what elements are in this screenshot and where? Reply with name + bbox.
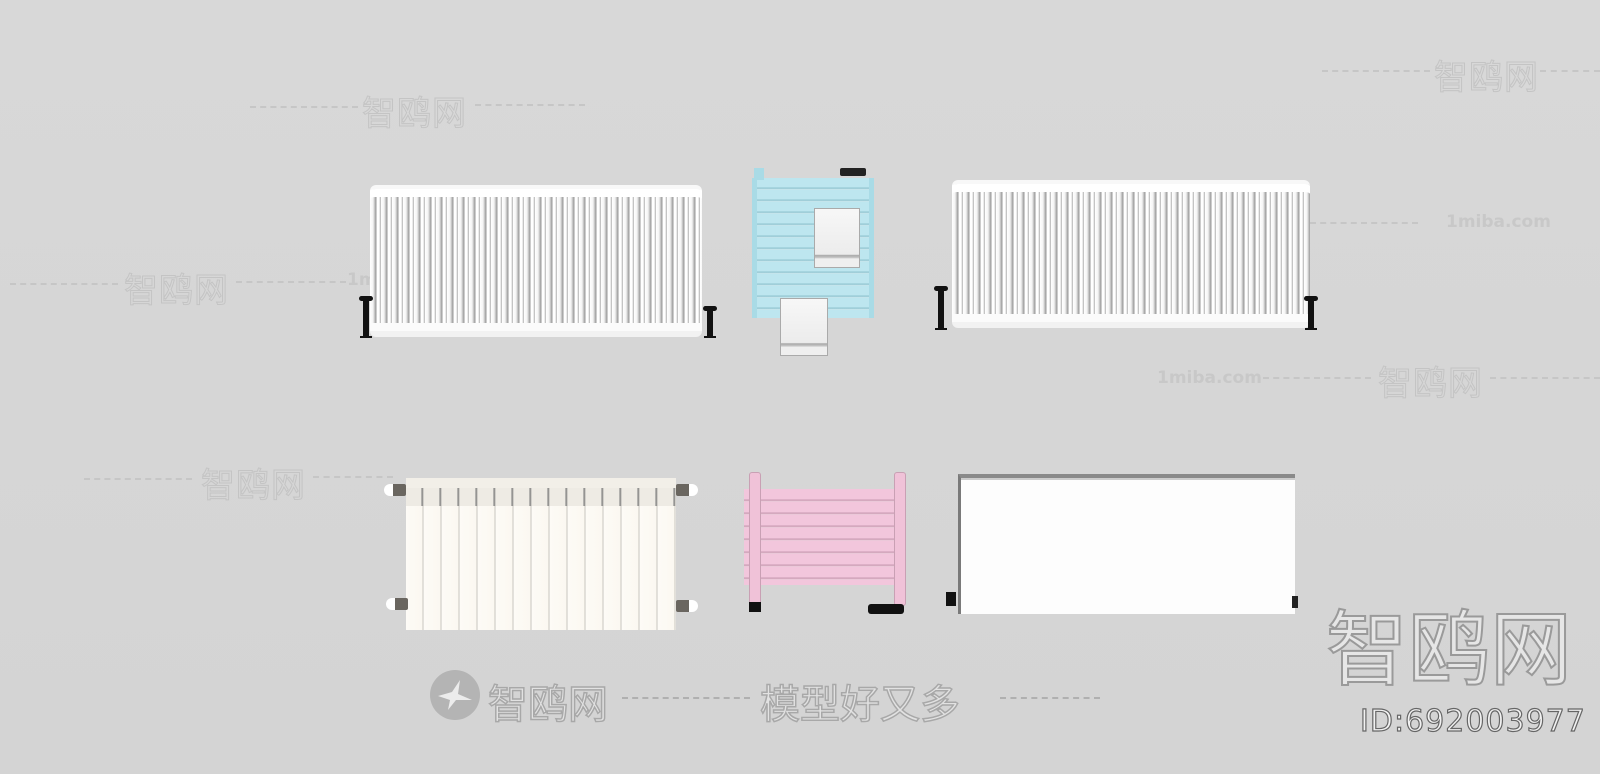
watermark-dash <box>1540 70 1600 72</box>
pipe-connector-icon <box>384 484 406 496</box>
valve-icon <box>359 296 373 338</box>
model-id-label: ID:692003977 <box>1359 703 1586 739</box>
radiator-header <box>406 488 676 506</box>
valve-icon <box>1304 296 1318 330</box>
panel-radiator-white <box>958 474 1295 614</box>
watermark-brand: 智鸥网 <box>1434 58 1539 99</box>
valve-icon <box>749 602 761 612</box>
watermark-dash <box>1322 70 1430 72</box>
pipe-connector-icon <box>676 484 698 496</box>
valve-icon <box>934 286 948 330</box>
towel <box>814 208 860 268</box>
watermark-dash <box>236 281 346 283</box>
towel-radiator-pink <box>744 489 905 585</box>
pipe-connector-icon <box>386 598 408 610</box>
watermark-dash <box>84 478 192 480</box>
valve-icon <box>946 592 956 606</box>
watermark-site: 1miba.com <box>1157 368 1262 388</box>
thermostat-icon <box>840 168 866 176</box>
watermark-brand: 智鸥网 <box>124 271 229 312</box>
brand-watermark-large: 智鸥网 <box>1325 603 1573 698</box>
watermark-dash <box>1000 697 1100 699</box>
watermark-dash <box>475 104 585 106</box>
valve-icon <box>1292 596 1298 608</box>
watermark-site: 1miba.com <box>1446 212 1551 232</box>
watermark-dash <box>1263 377 1371 379</box>
seagull-logo-icon <box>430 670 480 720</box>
radiator-post <box>754 168 764 180</box>
radiator-post <box>894 472 906 606</box>
slogan-text: 模型好又多 <box>759 681 961 729</box>
watermark-brand: 智鸥网 <box>201 466 306 507</box>
watermark-dash <box>250 106 358 108</box>
column-radiator-white-1 <box>370 185 702 337</box>
radiator-post <box>749 472 761 606</box>
towel <box>780 298 828 356</box>
watermark-dash <box>1310 222 1418 224</box>
watermark-brand: 智鸥网 <box>362 94 467 135</box>
watermark-dash <box>10 283 118 285</box>
watermark-dash <box>313 476 393 478</box>
aluminium-radiator-cream <box>406 478 676 630</box>
watermark-brand: 智鸥网 <box>1378 364 1483 405</box>
slogan-brand: 智鸥网 <box>487 681 609 729</box>
watermark-dash <box>622 697 750 699</box>
pipe-connector-icon <box>676 600 698 612</box>
watermark-dash <box>1490 377 1600 379</box>
valve-icon <box>868 604 904 614</box>
column-radiator-white-2 <box>952 180 1310 328</box>
valve-icon <box>703 306 717 338</box>
